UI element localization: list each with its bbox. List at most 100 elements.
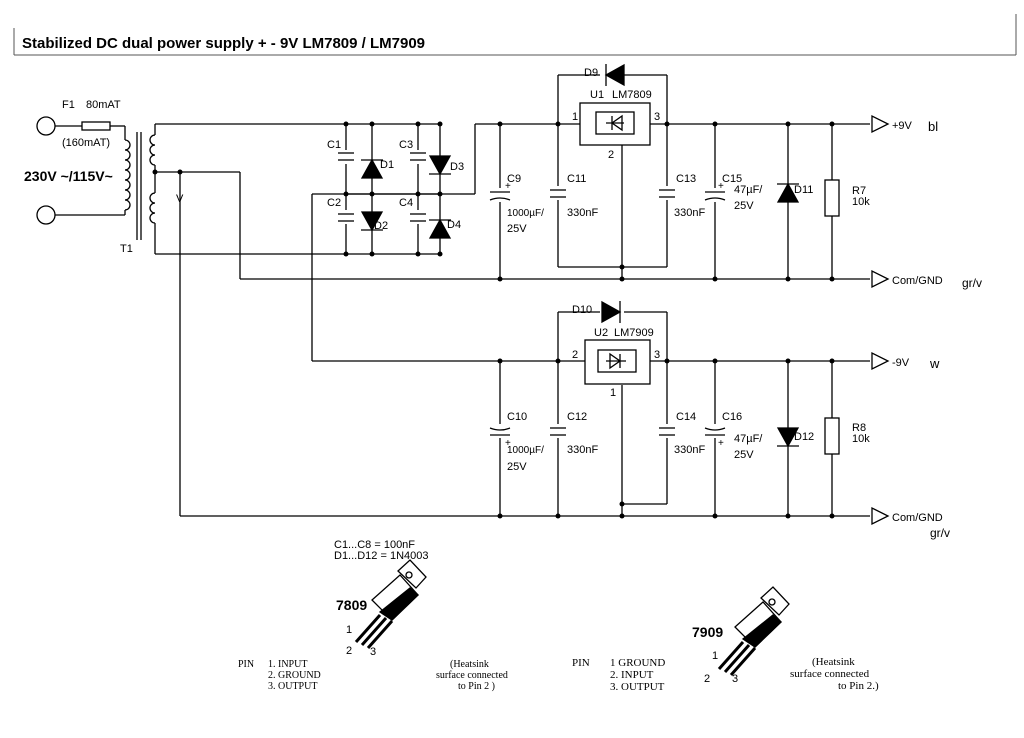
u1-ref: U1: [590, 89, 604, 101]
pkg7809-pin-item-3: 3. OUTPUT: [268, 681, 317, 692]
positive-regulator-section: + + D9 U1 LM7809 1 3 2: [489, 63, 982, 290]
c3-label: C3: [399, 139, 413, 151]
u2-part: LM7909: [614, 327, 654, 339]
c9-label: C9: [507, 173, 521, 185]
output-pos-label: +9V: [892, 120, 913, 132]
d2-label: D2: [374, 220, 388, 232]
regulator-u2: [584, 339, 651, 385]
pkg7909-pin2: 2: [704, 673, 710, 685]
pkg7909-heatsink-1: (Heatsink: [812, 656, 855, 668]
resistor-r8: [824, 417, 840, 455]
c15-voltage: 25V: [734, 200, 754, 212]
pkg7809-pin2: 2: [346, 645, 352, 657]
u1-pin-out: 3: [654, 111, 660, 123]
output-gnd1-arrow: [871, 269, 890, 289]
r8-label: R8: [852, 422, 866, 434]
pkg7809-pin3: 3: [370, 646, 376, 658]
c16-value: 47µF/: [734, 433, 763, 445]
c14-label: C14: [676, 411, 696, 423]
c1-label: C1: [327, 139, 341, 151]
c15-value: 47µF/: [734, 184, 763, 196]
pkg7909-name: 7909: [692, 624, 723, 640]
package-7909: 7909 1 2 3 PIN 1 GROUND 2. INPUT 3. OUTP…: [572, 586, 879, 693]
pkg7909-pin-item-2: 2. INPUT: [610, 669, 654, 681]
u2-ref: U2: [594, 327, 608, 339]
svg-text:+: +: [718, 438, 724, 449]
c12-label: C12: [567, 411, 587, 423]
pkg7809-pin-item-2: 2. GROUND: [268, 670, 321, 681]
u2-inner: [597, 349, 637, 373]
output-neg-arrow: [871, 351, 890, 371]
diode-d10: [601, 300, 622, 324]
wiring: [155, 74, 870, 519]
u1-pin-gnd: 2: [608, 149, 614, 161]
pkg7909-heatsink-3: to Pin 2.): [838, 680, 879, 692]
output-gnd1-wire: gr/v: [962, 276, 982, 290]
pkg7909-pin1: 1: [712, 650, 718, 662]
output-neg-wire: w: [929, 356, 940, 371]
c14-value: 330nF: [674, 444, 705, 456]
pkg7909-pin-header: PIN: [572, 657, 590, 669]
transformer-ref: T1: [120, 243, 133, 255]
output-gnd2-arrow: [871, 506, 890, 526]
u2-pin-out: 3: [654, 349, 660, 361]
pkg7809-pin1: 1: [346, 624, 352, 636]
output-pos-arrow: [871, 114, 890, 134]
d12-label: D12: [794, 431, 814, 443]
c16-voltage: 25V: [734, 449, 754, 461]
c10-label: C10: [507, 411, 527, 423]
transformer-secondary-1: [149, 134, 156, 166]
mains-voltage: 230V ~/115V~: [24, 168, 113, 184]
c10-voltage: 25V: [507, 461, 527, 473]
transformer-primary: [124, 139, 131, 211]
c13-value: 330nF: [674, 207, 705, 219]
pkg7909-heatsink-2: surface connected: [790, 668, 870, 680]
pkg7809-name: 7809: [336, 597, 367, 613]
r7-label: R7: [852, 185, 866, 197]
fuse-f1: [81, 121, 111, 131]
r7-value: 10k: [852, 196, 870, 208]
c2-label: C2: [327, 197, 341, 209]
c10-value: 1000µF/: [507, 445, 544, 456]
fuse-ref: F1: [62, 99, 75, 111]
svg-text:+: +: [505, 438, 511, 449]
d10-label: D10: [572, 304, 592, 316]
fuse-value: 80mAT: [86, 99, 121, 111]
diode-d11: [776, 182, 800, 203]
svg-text:+: +: [505, 181, 511, 192]
d4-label: D4: [447, 219, 461, 231]
output-gnd2-label: Com/GND: [892, 512, 943, 524]
bridge-rectifier: C1 C2 C3 C4 D1 D2 D3 D4: [327, 139, 464, 239]
c11-value: 330nF: [567, 207, 598, 219]
pkg7809-heatsink-3: to Pin 2 ): [458, 681, 495, 692]
svg-text:+: +: [718, 181, 724, 192]
package-7809: 7809 1 2 3 PIN 1. INPUT 2. GROUND 3. OUT…: [238, 559, 508, 692]
pkg7909-pin-item-1: 1 GROUND: [610, 657, 665, 669]
mains-terminal-2: [36, 205, 56, 225]
input-section: F1 80mAT (160mAT) 230V ~/115V~ T1 V: [24, 99, 184, 255]
capacitor-c16: [704, 427, 726, 431]
negative-regulator-section: + + D10 U2 LM7909 2 3 1: [489, 300, 950, 540]
r8-value: 10k: [852, 433, 870, 445]
capacitor-c10: [489, 427, 511, 431]
diode-d12: [776, 427, 800, 448]
output-neg-label: -9V: [892, 357, 910, 369]
note-caps: C1...C8 = 100nF: [334, 539, 415, 551]
u2-pin-gnd: 1: [610, 387, 616, 399]
fuse-alt-value: (160mAT): [62, 137, 110, 149]
u2-pin-in: 2: [572, 349, 578, 361]
d1-label: D1: [380, 159, 394, 171]
c9-voltage: 25V: [507, 223, 527, 235]
diode-d9: [604, 63, 625, 87]
resistor-r7: [824, 179, 840, 217]
c13-label: C13: [676, 173, 696, 185]
diode-d4: [428, 218, 452, 239]
c15-label: C15: [722, 173, 742, 185]
u1-inner: [595, 111, 635, 135]
pkg7809-pin-item-1: 1. INPUT: [268, 659, 307, 670]
output-pos-wire: bl: [928, 119, 938, 134]
output-gnd1-label: Com/GND: [892, 275, 943, 287]
diode-d3: [428, 155, 452, 176]
